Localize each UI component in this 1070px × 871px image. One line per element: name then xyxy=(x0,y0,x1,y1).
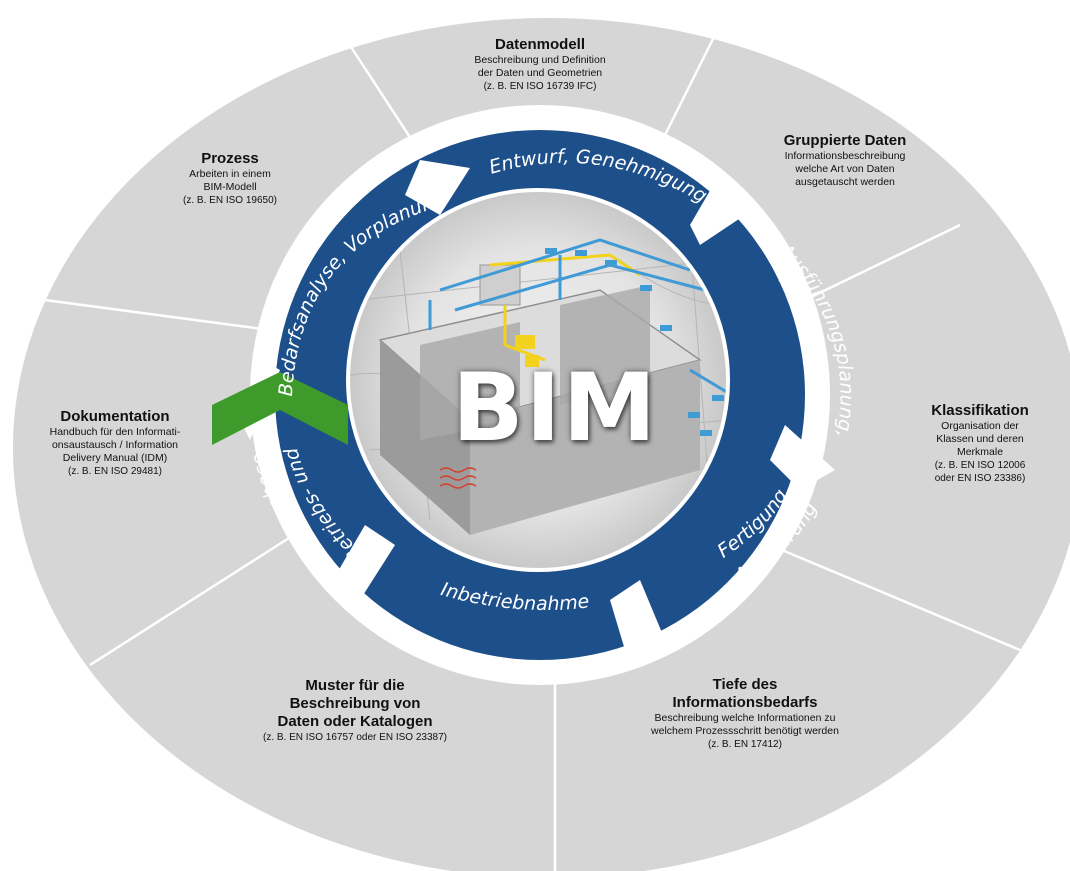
segment-reference: (z. B. EN ISO 16739 IFC) xyxy=(483,81,597,92)
segment-tiefe: Tiefe des Informationsbedarfs Beschreibu… xyxy=(625,676,865,751)
segment-dividers xyxy=(44,24,1021,871)
segment-reference: (z. B. EN ISO 19650) xyxy=(183,195,277,206)
segment-title: Prozess xyxy=(201,150,259,167)
segment-klassifikation: Klassifikation Organisation der Klassen … xyxy=(905,402,1055,485)
segment-description: Arbeiten in einem BIM-Modell xyxy=(189,168,271,193)
segment-description: Handbuch für den Informati- onsaustausch… xyxy=(49,426,181,464)
segment-reference: (z. B. EN ISO 16757 oder EN ISO 23387) xyxy=(263,732,447,743)
segment-prozess: Prozess Arbeiten in einem BIM-Modell (z.… xyxy=(155,150,305,207)
segment-description: Beschreibung welche Informationen zu wel… xyxy=(651,712,839,737)
segment-description: Beschreibung und Definition der Daten un… xyxy=(474,54,606,79)
center-bim-label: BIM xyxy=(452,354,659,463)
building-illustration xyxy=(350,238,726,535)
segment-title: Klassifikation xyxy=(931,402,1029,419)
start-marker xyxy=(212,372,348,445)
segment-gruppierte-daten: Gruppierte Daten Informationsbeschreibun… xyxy=(755,132,935,189)
segment-title: Muster für die Beschreibung von Daten od… xyxy=(277,677,433,730)
segment-title: Tiefe des Informationsbedarfs xyxy=(672,676,818,711)
segment-reference: (z. B. EN ISO 12006 oder EN ISO 23386) xyxy=(934,460,1026,484)
segment-reference: (z. B. EN 17412) xyxy=(708,739,782,750)
segment-dokumentation: Dokumentation Handbuch für den Informati… xyxy=(25,408,205,478)
segment-muster: Muster für die Beschreibung von Daten od… xyxy=(235,677,475,744)
segment-title: Gruppierte Daten xyxy=(783,132,907,149)
segment-title: Datenmodell xyxy=(494,36,585,53)
segment-reference: (z. B. EN ISO 29481) xyxy=(68,466,162,477)
segment-title: Dokumentation xyxy=(60,408,170,425)
segment-datenmodell: Datenmodell Beschreibung und Definition … xyxy=(430,36,650,93)
segment-description: Organisation der Klassen und deren Merkm… xyxy=(936,420,1024,458)
segment-description: Informationsbeschreibung welche Art von … xyxy=(784,150,906,188)
